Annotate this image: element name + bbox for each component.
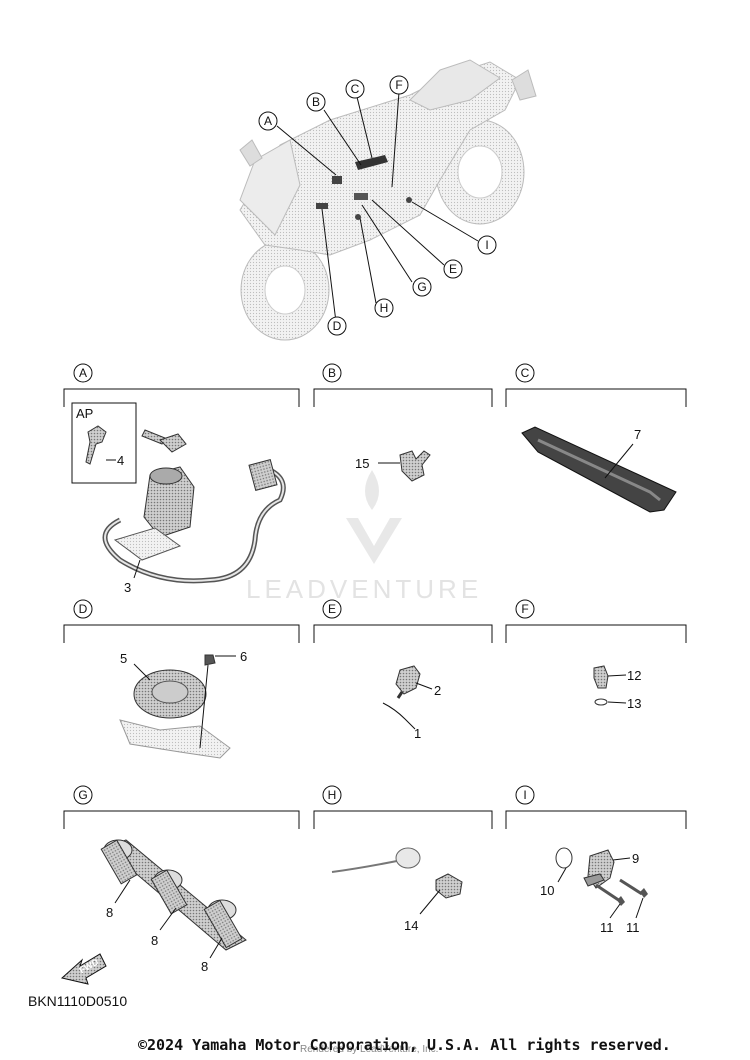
diagram-code: BKN1110D0510 bbox=[28, 993, 128, 1009]
watermark-logo: LEADVENTURE bbox=[246, 470, 482, 604]
section-a-parts: AP 4 3 bbox=[71, 402, 286, 595]
fwd-arrow-icon: FWD bbox=[60, 953, 107, 985]
part-label-10: 10 bbox=[540, 883, 554, 898]
part-label-3: 3 bbox=[124, 580, 131, 595]
section-h-parts: 14 bbox=[331, 847, 463, 933]
section-e-letter: E bbox=[328, 602, 336, 616]
section-g-letter: G bbox=[78, 788, 87, 802]
callout-h: H bbox=[380, 301, 389, 315]
watermark-text: LEADVENTURE bbox=[246, 574, 482, 604]
section-d-parts: 6 5 bbox=[119, 649, 247, 759]
part-label-11b: 11 bbox=[626, 920, 640, 935]
section-b-parts: 15 bbox=[355, 450, 431, 482]
part-label-8b: 8 bbox=[151, 933, 158, 948]
section-f-letter: F bbox=[521, 602, 528, 616]
section-h-letter: H bbox=[328, 788, 337, 802]
callout-e: E bbox=[449, 262, 457, 276]
callout-d: D bbox=[333, 319, 342, 333]
section-c-parts: 7 bbox=[521, 426, 677, 513]
part-label-13: 13 bbox=[627, 696, 641, 711]
section-i-parts: 9 10 11 11 bbox=[540, 847, 648, 935]
callout-i: I bbox=[485, 238, 488, 252]
section-b-letter: B bbox=[328, 366, 336, 380]
rendered-by: Rendered by LeadVenture, Inc. bbox=[300, 1044, 439, 1055]
part-label-8c: 8 bbox=[201, 959, 208, 974]
part-label-5: 5 bbox=[120, 651, 127, 666]
section-c-letter: C bbox=[521, 366, 530, 380]
section-f-parts: 12 13 bbox=[593, 665, 641, 711]
section-brackets bbox=[63, 388, 687, 829]
motorcycle-overview: A B C F I E G H D bbox=[239, 59, 537, 341]
callout-b: B bbox=[312, 95, 320, 109]
callout-f: F bbox=[395, 78, 402, 92]
part-label-2: 2 bbox=[434, 683, 441, 698]
ap-kit-label: AP bbox=[76, 406, 93, 421]
section-i-letter: I bbox=[523, 788, 526, 802]
part-label-4: 4 bbox=[117, 453, 124, 468]
part-label-15: 15 bbox=[355, 456, 369, 471]
part-label-1: 1 bbox=[414, 726, 421, 741]
callout-c: C bbox=[351, 82, 360, 96]
part-label-14: 14 bbox=[404, 918, 418, 933]
part-label-6: 6 bbox=[240, 649, 247, 664]
part-label-9: 9 bbox=[632, 851, 639, 866]
section-g-parts: 8 8 8 bbox=[100, 839, 247, 974]
callout-a: A bbox=[264, 114, 272, 128]
ap-kit-box bbox=[71, 402, 137, 484]
part-label-12: 12 bbox=[627, 668, 641, 683]
callout-g: G bbox=[417, 280, 426, 294]
part-label-11a: 11 bbox=[600, 920, 614, 935]
part-label-8a: 8 bbox=[106, 905, 113, 920]
part-label-7: 7 bbox=[634, 427, 641, 442]
copyright-footer: ©2024 Yamaha Motor Corporation, U.S.A. A… bbox=[138, 1036, 671, 1054]
section-d-letter: D bbox=[79, 602, 88, 616]
section-e-parts: 2 1 bbox=[382, 665, 441, 741]
section-a-letter: A bbox=[79, 366, 87, 380]
